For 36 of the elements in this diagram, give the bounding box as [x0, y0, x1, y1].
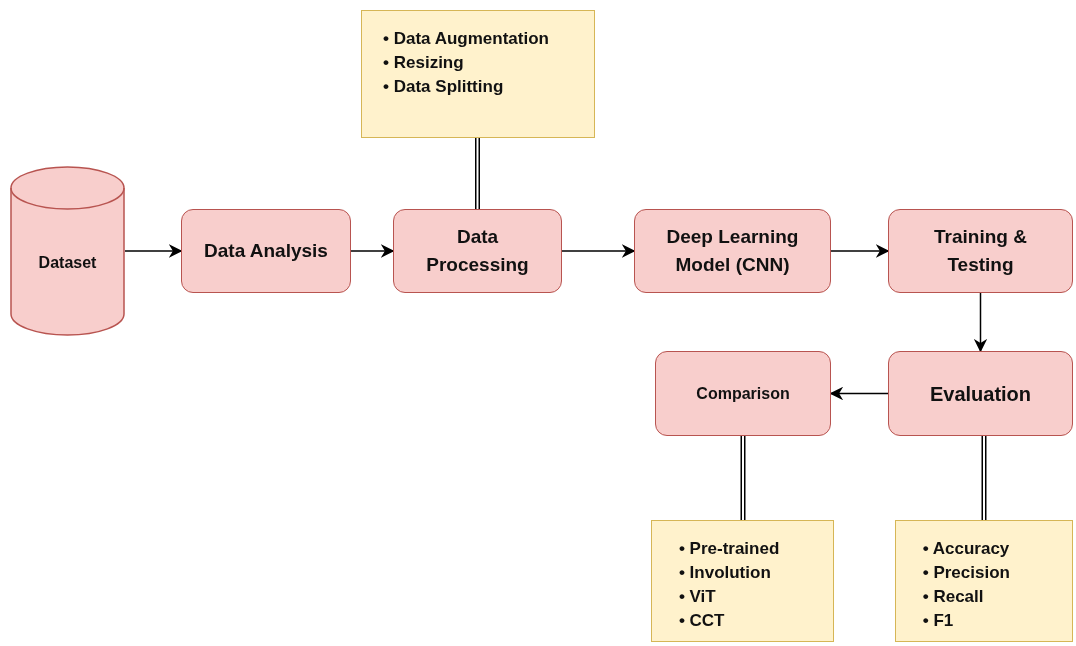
note-box — [895, 520, 1073, 642]
arrow — [350, 244, 395, 258]
node-label: Data Analysis — [204, 239, 328, 263]
bullet-item: • F1 — [922, 610, 955, 632]
double-line — [981, 435, 987, 521]
bullet-item: • Pre-trained — [678, 538, 780, 560]
arrow — [829, 386, 889, 401]
node-label: Deep Learning Model (CNN) — [665, 225, 800, 277]
bullet-item: • ViT — [678, 586, 717, 608]
bullet-item: • Precision — [922, 562, 1011, 584]
arrow — [561, 244, 636, 258]
node-label: Training & Testing — [933, 225, 1028, 277]
bullet-item: • Recall — [922, 586, 985, 608]
bullet-item: • Involution — [678, 562, 772, 584]
bullet-item: • Resizing — [383, 52, 465, 74]
bullet-item: • Accuracy — [922, 538, 1011, 560]
note-box — [361, 10, 595, 138]
node-label: Dataset — [38, 253, 97, 273]
double-line — [740, 435, 746, 521]
bullet-item: • Data Splitting — [383, 76, 504, 98]
note-box — [651, 520, 834, 642]
bullet-item: • Data Augmentation — [383, 28, 549, 50]
process-box — [634, 209, 831, 293]
node-label: Data Processing — [425, 225, 530, 277]
process-box — [888, 209, 1073, 293]
process-box — [655, 351, 831, 436]
process-box — [181, 209, 351, 293]
bullet-item: • CCT — [678, 610, 726, 632]
process-box — [888, 351, 1073, 436]
process-box — [393, 209, 562, 293]
node-label: Evaluation — [929, 381, 1032, 407]
arrow — [830, 244, 890, 258]
node-label: Comparison — [696, 383, 790, 404]
arrow — [124, 244, 183, 258]
arrow — [973, 292, 988, 353]
double-line — [475, 137, 480, 210]
